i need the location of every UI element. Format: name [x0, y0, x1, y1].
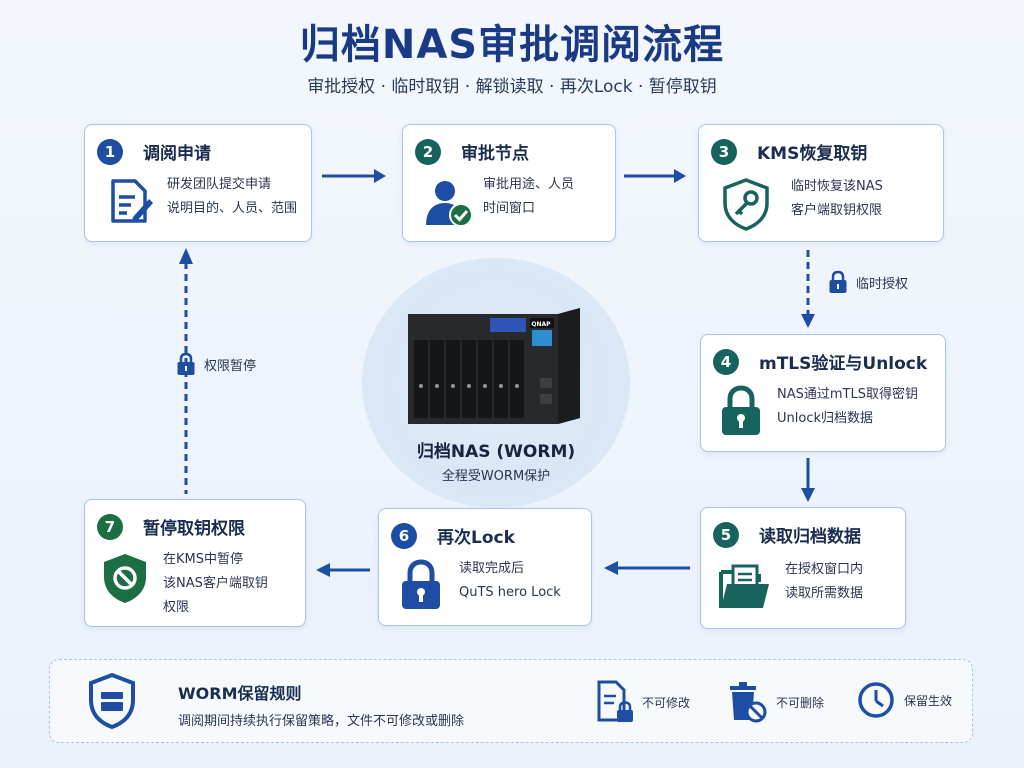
- page-subtitle: 审批授权 · 临时取钥 · 解锁读取 · 再次Lock · 暂停取钥: [307, 77, 717, 97]
- worm-rules-panel: WORM保留规则 调阅期间持续执行保留策略，文件不可修改或删除 不可修改 不可删…: [49, 659, 973, 743]
- file-lock-icon: [597, 680, 633, 722]
- document-edit-icon: [111, 179, 153, 223]
- step-line: NAS通过mTLS取得密钥: [777, 387, 918, 402]
- step-title: 暂停取钥权限: [143, 519, 245, 539]
- step-card-5: 5 读取归档数据 在授权窗口内 读取所需数据: [700, 507, 906, 629]
- lock-icon: [402, 559, 440, 609]
- step-card-2: 2 审批节点 审批用途、人员 时间窗口: [402, 124, 616, 242]
- step-line: QuTS hero Lock: [459, 585, 561, 600]
- step-line: 客户端取钥权限: [791, 203, 883, 218]
- step-title: KMS恢复取钥: [757, 144, 868, 164]
- step-line: 临时恢复该NAS: [791, 179, 883, 194]
- user-check-icon: [426, 181, 473, 227]
- step-line: 读取完成后: [459, 561, 525, 576]
- step-title: 读取归档数据: [759, 527, 861, 547]
- shield-stack-icon: [89, 672, 135, 730]
- step-line: Unlock归档数据: [777, 411, 873, 426]
- rule-item-label: 保留生效: [904, 693, 953, 708]
- step-number: 2: [415, 139, 441, 165]
- step-desc-4: NAS通过mTLS取得密钥 Unlock归档数据: [777, 383, 918, 431]
- step-number: 6: [391, 523, 417, 549]
- step-title: mTLS验证与Unlock: [759, 354, 928, 374]
- arrow-6-to-7: [316, 563, 370, 577]
- lock-icon: [722, 385, 760, 435]
- arrow-3-to-4: [801, 250, 815, 328]
- step-line: 权限: [163, 600, 190, 615]
- lock-icon: [177, 352, 195, 375]
- step-desc-5: 在授权窗口内 读取所需数据: [785, 558, 863, 606]
- pause-perm-tag: 权限暂停: [176, 352, 256, 376]
- lock-icon: [829, 270, 847, 293]
- rule-item-label: 不可修改: [642, 695, 691, 710]
- clock-icon: [858, 682, 894, 718]
- nas-device-image: QNAP: [408, 308, 580, 424]
- step-number: 7: [97, 514, 123, 540]
- step-line: 时间窗口: [483, 201, 536, 216]
- step-card-6: 6 再次Lock 读取完成后 QuTS hero Lock: [378, 508, 592, 626]
- step-desc-1: 研发团队提交申请 说明目的、人员、范围: [167, 173, 297, 221]
- step-number: 3: [711, 139, 737, 165]
- step-number: 1: [97, 139, 123, 165]
- step-title: 调阅申请: [143, 144, 211, 164]
- pause-perm-label: 权限暂停: [204, 358, 257, 374]
- step-desc-7: 在KMS中暂停 该NAS客户端取钥 权限: [163, 548, 268, 620]
- arrow-4-to-5: [801, 458, 815, 502]
- arrow-2-to-3: [624, 169, 686, 183]
- step-number: 5: [713, 522, 739, 548]
- step-desc-2: 审批用途、人员 时间窗口: [483, 173, 574, 221]
- nas-label: 归档NAS (WORM): [416, 442, 576, 462]
- step-line: 该NAS客户端取钥: [163, 576, 268, 591]
- step-desc-6: 读取完成后 QuTS hero Lock: [459, 557, 561, 605]
- temp-auth-tag: 临时授权: [828, 270, 908, 294]
- arrow-5-to-6: [604, 561, 690, 575]
- shield-block-icon: [104, 554, 146, 603]
- step-line: 研发团队提交申请: [167, 177, 272, 192]
- step-line: 在授权窗口内: [785, 562, 864, 577]
- rules-desc: 调阅期间持续执行保留策略，文件不可修改或删除: [178, 714, 465, 729]
- step-card-7: 7 暂停取钥权限 在KMS中暂停 该NAS客户端取钥 权限: [84, 499, 306, 627]
- rule-item-no-modify: 不可修改: [596, 680, 690, 724]
- trash-block-icon: [730, 682, 767, 723]
- rules-title: WORM保留规则: [178, 684, 302, 703]
- step-card-1: 1 调阅申请 研发团队提交申请 说明目的、人员、范围: [84, 124, 312, 242]
- arrow-7-to-1: [179, 248, 193, 494]
- nas-sub-label: 全程受WORM保护: [441, 469, 551, 484]
- page-title: 归档NAS审批调阅流程: [299, 22, 725, 68]
- shield-key-icon: [723, 178, 769, 231]
- folder-icon: [719, 564, 769, 608]
- temp-auth-label: 临时授权: [856, 276, 909, 292]
- arrow-1-to-2: [322, 169, 386, 183]
- step-title: 再次Lock: [437, 528, 515, 548]
- step-card-3: 3 KMS恢复取钥 临时恢复该NAS 客户端取钥权限: [698, 124, 944, 242]
- rule-item-label: 不可删除: [776, 695, 825, 710]
- rule-item-no-delete: 不可删除: [726, 680, 824, 724]
- step-title: 审批节点: [461, 144, 529, 164]
- step-desc-3: 临时恢复该NAS 客户端取钥权限: [791, 175, 883, 223]
- step-line: 审批用途、人员: [483, 177, 575, 192]
- step-line: 读取所需数据: [785, 586, 864, 601]
- rule-item-retention: 保留生效: [856, 680, 952, 720]
- step-line: 说明目的、人员、范围: [167, 201, 298, 216]
- step-number: 4: [713, 349, 739, 375]
- step-card-4: 4 mTLS验证与Unlock NAS通过mTLS取得密钥 Unlock归档数据: [700, 334, 946, 452]
- step-line: 在KMS中暂停: [163, 552, 243, 567]
- nas-brand-text: QNAP: [531, 321, 551, 328]
